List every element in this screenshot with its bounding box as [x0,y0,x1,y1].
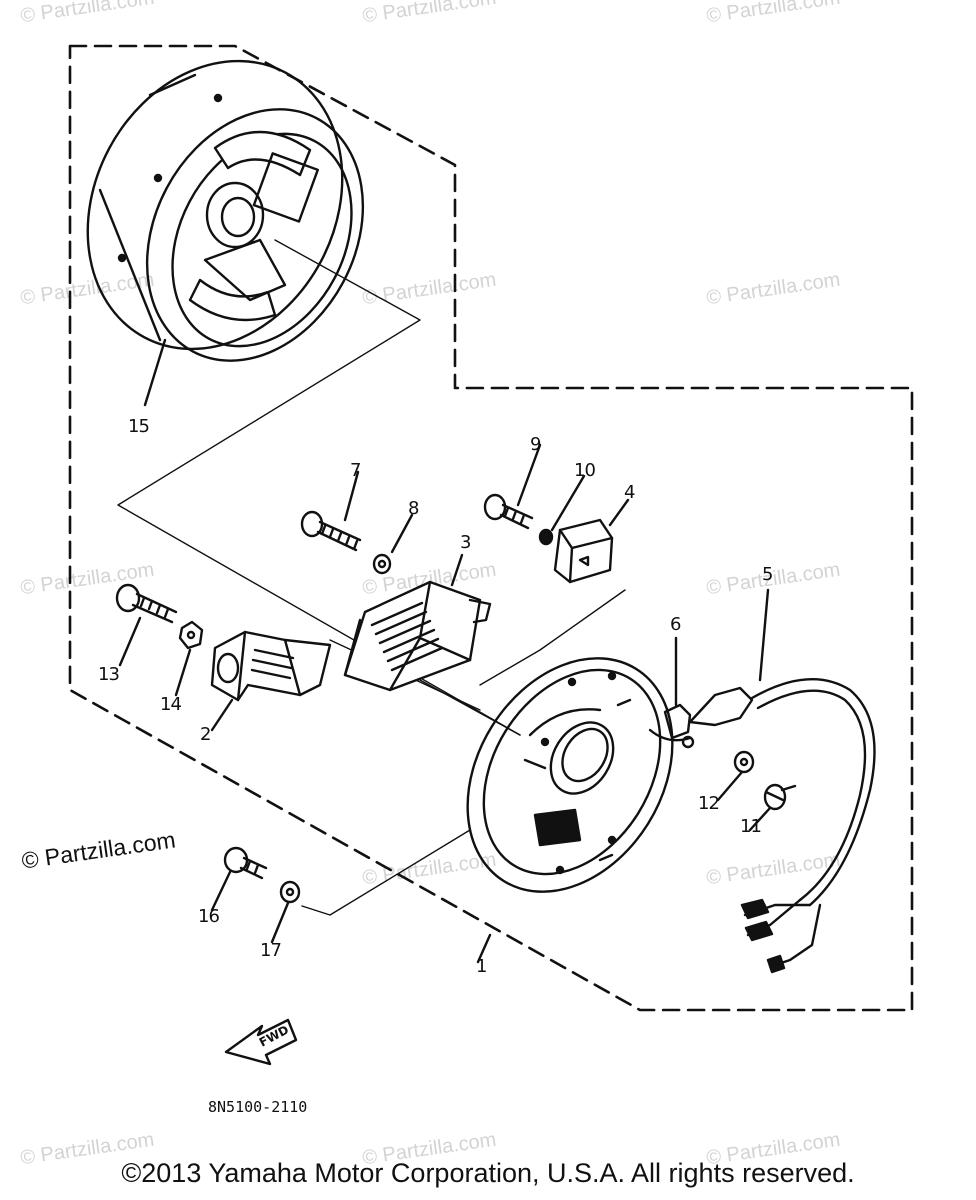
washer-12 [733,750,755,774]
leader-line [118,616,142,667]
leader-line [608,498,630,527]
callout-1: 1 [476,956,487,977]
assembly-boundary [68,44,914,1012]
callout-16: 16 [198,906,220,927]
callout-14: 14 [160,694,182,715]
bolt-7 [300,510,362,552]
bolt-9 [483,493,534,530]
callout-8: 8 [408,498,419,519]
leader-line [270,901,290,944]
callout-15: 15 [128,416,150,437]
bolt-16 [223,846,268,880]
nut-10 [538,528,554,546]
callout-3: 3 [460,532,471,553]
leader-line [516,443,542,507]
leader-line [210,698,234,732]
nut-14 [178,620,204,650]
washer-8 [372,553,392,575]
leader-line [716,770,744,802]
rectifier-4 [553,518,614,584]
leader-line [758,588,770,682]
leader-line [550,474,586,532]
leader-line [343,470,360,522]
drawing-code: 8N5100-2110 [208,1098,308,1116]
callout-17: 17 [260,940,282,961]
screw-11 [763,783,797,811]
leader-line [210,870,232,912]
callout-10: 10 [574,460,596,481]
wire-harness-5 [688,678,876,974]
forward-arrow [224,1018,298,1066]
leader-line [390,513,414,554]
leader-line [450,553,464,587]
callout-7: 7 [350,460,361,481]
charge-coil-3 [343,580,492,692]
callout-4: 4 [624,482,635,503]
callout-11: 11 [740,816,762,837]
callout-5: 5 [762,564,773,585]
leader-line [143,338,167,407]
callout-6: 6 [670,614,681,635]
callout-9: 9 [530,434,541,455]
callout-12: 12 [698,793,720,814]
bolt-13 [115,583,178,624]
pulser-coil-2 [210,630,332,702]
leader-line [748,806,772,832]
washer-17 [279,880,301,904]
callout-2: 2 [200,724,211,745]
callout-13: 13 [98,664,120,685]
copyright-notice: ©2013 Yamaha Motor Corporation, U.S.A. A… [121,1158,855,1188]
clamp-6 [648,703,695,749]
leader-line [476,933,492,964]
leader-line [174,648,192,697]
stator-plate-1 [466,657,674,893]
flywheel-rotor [86,59,365,362]
